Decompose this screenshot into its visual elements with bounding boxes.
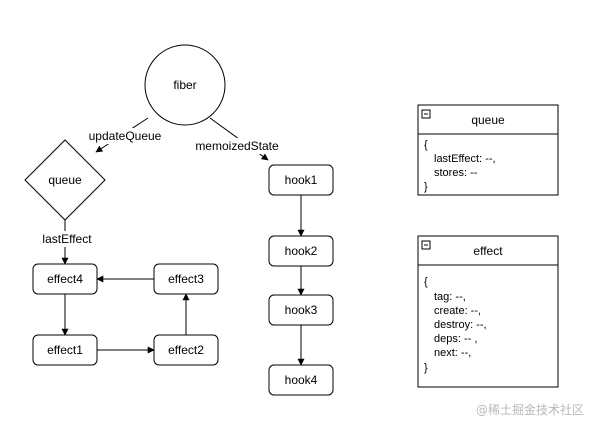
effect4-label: effect4 (47, 272, 83, 286)
fiber-label: fiber (173, 78, 196, 92)
last-effect-label: lastEffect (42, 232, 92, 246)
fiber-node[interactable]: fiber (144, 44, 226, 126)
hook2-node[interactable]: hook2 (268, 235, 334, 267)
effect2-label: effect2 (168, 343, 204, 357)
effect-panel-line: { (424, 276, 428, 288)
queue-panel-line: stores: -- (434, 167, 478, 179)
hook1-label: hook1 (285, 173, 318, 187)
effect1-label: effect1 (47, 343, 83, 357)
effect-panel[interactable]: effect { tag: --, create: --, destroy: -… (417, 235, 559, 388)
queue-panel[interactable]: queue { lastEffect: --, stores: -- } (417, 104, 559, 196)
collapse-icon[interactable] (421, 240, 431, 250)
hook4-label: hook4 (285, 373, 318, 387)
queue-panel-title: queue (471, 113, 505, 127)
hook1-node[interactable]: hook1 (268, 164, 334, 196)
effect3-label: effect3 (168, 272, 204, 286)
hook3-node[interactable]: hook3 (268, 294, 334, 326)
hook4-node[interactable]: hook4 (268, 364, 334, 396)
memoized-state-label: memoizedState (195, 139, 279, 153)
effect4-node[interactable]: effect4 (32, 263, 98, 295)
effect-panel-line: tag: --, (434, 291, 466, 303)
queue-label: queue (48, 173, 82, 187)
effect1-node[interactable]: effect1 (32, 334, 98, 366)
effect-panel-line: } (424, 362, 428, 374)
effect-panel-title: effect (473, 244, 503, 258)
queue-panel-line: { (424, 139, 428, 151)
watermark: @稀土掘金技术社区 (476, 403, 585, 417)
hook2-label: hook2 (285, 244, 318, 258)
effect-panel-line: create: --, (434, 305, 481, 317)
effect2-node[interactable]: effect2 (153, 334, 219, 366)
queue-panel-line: lastEffect: --, (434, 153, 496, 165)
queue-node[interactable]: queue (24, 139, 106, 221)
effect3-node[interactable]: effect3 (153, 263, 219, 295)
hook3-label: hook3 (285, 303, 318, 317)
effect-panel-line: destroy: --, (434, 319, 487, 331)
queue-panel-line: } (424, 181, 428, 193)
update-queue-label: updateQueue (89, 129, 162, 143)
effect-panel-line: deps: -- , (434, 333, 477, 345)
collapse-icon[interactable] (421, 109, 431, 119)
effect-panel-line: next: --, (434, 347, 471, 359)
